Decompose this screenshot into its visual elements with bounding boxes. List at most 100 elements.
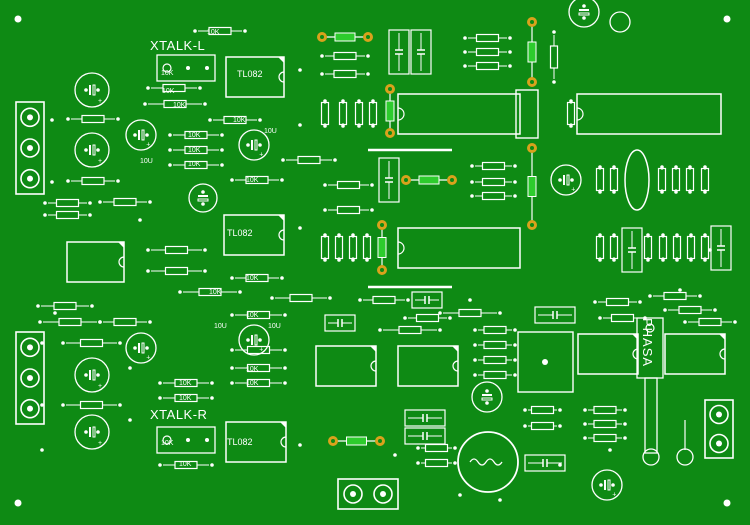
electrolytic-capacitor bbox=[74, 72, 110, 108]
resistor-pad bbox=[365, 258, 369, 262]
cap-plate bbox=[141, 342, 145, 354]
polarity-mark: + bbox=[259, 151, 263, 158]
resistor-body bbox=[198, 287, 222, 297]
resistor-body bbox=[530, 421, 555, 431]
resistor-body bbox=[246, 310, 271, 320]
resistor-pad bbox=[703, 165, 707, 169]
resistor-pad bbox=[90, 304, 94, 308]
cap-pad bbox=[258, 143, 262, 147]
resistor-pad bbox=[508, 36, 512, 40]
cap-plate bbox=[579, 9, 589, 11]
resistor-pad bbox=[146, 86, 150, 90]
resistor-pad bbox=[351, 258, 355, 262]
polarity-mark: + bbox=[146, 141, 150, 148]
ic-u2-outline bbox=[223, 214, 285, 256]
polarity-mark: + bbox=[259, 346, 263, 353]
ic-notch bbox=[278, 229, 285, 241]
resistor-body bbox=[424, 458, 449, 468]
resistor-pad bbox=[623, 408, 627, 412]
test-point bbox=[676, 448, 694, 466]
resistor-body bbox=[113, 197, 137, 207]
r-label: 10K bbox=[179, 395, 192, 402]
pad-hole bbox=[53, 311, 57, 315]
cap-plate bbox=[138, 343, 140, 353]
resistor-pad bbox=[583, 436, 587, 440]
resistor-pad bbox=[243, 29, 247, 33]
resistor-body bbox=[79, 400, 104, 410]
resistor-pad bbox=[230, 313, 234, 317]
resistor-pad bbox=[158, 396, 162, 400]
polarity-mark: + bbox=[612, 491, 616, 498]
electrolytic-capacitor bbox=[125, 119, 157, 151]
resistor-body bbox=[672, 235, 682, 260]
terminal-screw-center bbox=[380, 491, 386, 497]
mounting-hole bbox=[723, 499, 731, 507]
ic-u3-outline bbox=[225, 421, 287, 463]
resistor-pad bbox=[208, 118, 212, 122]
trimmer-pad bbox=[205, 438, 209, 442]
resistor-body bbox=[698, 317, 722, 327]
trimmer-pot bbox=[156, 426, 216, 454]
film-capacitor bbox=[411, 291, 443, 309]
resistor-pad bbox=[453, 446, 457, 450]
r-label: 10K bbox=[179, 461, 192, 468]
resistor-pad bbox=[473, 343, 477, 347]
cap-plate bbox=[607, 479, 611, 491]
resistor-pad bbox=[703, 233, 707, 237]
polarity-mark: + bbox=[98, 440, 102, 447]
resistor-pad bbox=[357, 99, 361, 103]
cap-plate bbox=[254, 139, 258, 151]
resistor-body bbox=[657, 167, 667, 192]
resistor-pad bbox=[598, 233, 602, 237]
resistor-pad bbox=[470, 180, 474, 184]
resistor-pad bbox=[341, 99, 345, 103]
jumper-pad-hole bbox=[404, 178, 408, 182]
resistor-pad bbox=[660, 190, 664, 194]
r-label: 10K bbox=[188, 132, 201, 139]
resistor-body bbox=[593, 419, 617, 429]
pad-hole bbox=[298, 443, 302, 447]
resistor-pad bbox=[623, 422, 627, 426]
resistor-body bbox=[163, 99, 187, 109]
r-label: 10K bbox=[161, 440, 174, 447]
resistor-body bbox=[481, 191, 506, 201]
cap-pad bbox=[96, 88, 100, 92]
electrolytic-capacitor bbox=[550, 164, 582, 196]
resistor-pad bbox=[583, 408, 587, 412]
film-capacitor bbox=[710, 225, 732, 271]
electrolytic-capacitor bbox=[591, 469, 623, 501]
terminal-screw bbox=[20, 138, 40, 158]
terminal-screw bbox=[709, 433, 729, 454]
cap-pad bbox=[133, 346, 137, 350]
r-label: 10K bbox=[246, 275, 259, 282]
electrolytic-capacitor bbox=[238, 129, 270, 161]
ic-notch bbox=[118, 256, 125, 268]
terminal-screw-center bbox=[27, 344, 33, 351]
pad-hole bbox=[708, 248, 712, 252]
trimmer-pot bbox=[156, 54, 216, 82]
cap-plate bbox=[254, 334, 258, 346]
resistor-pad bbox=[513, 373, 517, 377]
resistor-pad bbox=[333, 158, 337, 162]
terminal-screw bbox=[709, 404, 729, 425]
resistor-pad bbox=[370, 208, 374, 212]
jumper-body bbox=[527, 176, 537, 197]
pad-hole bbox=[298, 68, 302, 72]
ic-pin1-mark bbox=[280, 422, 286, 428]
jumper-body bbox=[527, 41, 537, 63]
resistor-pad bbox=[118, 341, 122, 345]
ic-u10-outline bbox=[577, 333, 639, 375]
resistor-pad bbox=[61, 403, 65, 407]
resistor-pad bbox=[513, 328, 517, 332]
resistor-pad bbox=[371, 99, 375, 103]
terminal-screw-center bbox=[27, 175, 33, 182]
resistor-pad bbox=[230, 348, 234, 352]
resistor-pad bbox=[168, 133, 172, 137]
resistor-body bbox=[483, 325, 507, 335]
ic-pin1-mark bbox=[118, 242, 124, 248]
jumper-body bbox=[418, 175, 440, 185]
ic-pin1-mark bbox=[452, 346, 458, 352]
resistor-body bbox=[415, 313, 440, 323]
jumper-pad-hole bbox=[366, 35, 370, 39]
pad-hole bbox=[128, 418, 132, 422]
